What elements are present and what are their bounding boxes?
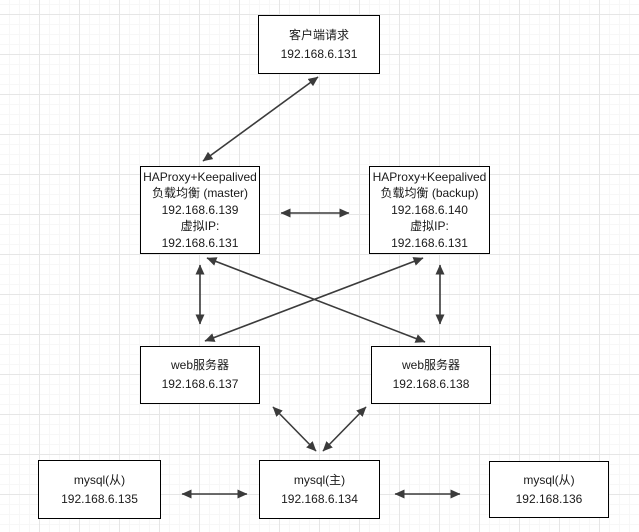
node-web-server-1[interactable]: web服务器 192.168.6.137 — [140, 346, 260, 404]
node-haproxy-master-vip-label: 虚拟IP: — [180, 219, 220, 234]
node-mysql-master[interactable]: mysql(主) 192.168.6.134 — [259, 460, 380, 519]
node-haproxy-backup-role: 负载均衡 (backup) — [380, 186, 479, 201]
edge-client-lb-master[interactable] — [202, 76, 319, 162]
edge-web2-mysql-master[interactable] — [322, 406, 367, 452]
node-client-label: 客户端请求 — [288, 27, 349, 42]
node-haproxy-master-vip: 192.168.6.131 — [161, 235, 239, 250]
node-client-request[interactable]: 客户端请求 192.168.6.131 — [258, 15, 380, 74]
node-haproxy-backup-title: HAProxy+Keepalived — [372, 169, 487, 184]
node-mysql-slave1-label: mysql(从) — [73, 472, 126, 487]
node-mysql-slave-1[interactable]: mysql(从) 192.168.6.135 — [38, 460, 161, 519]
node-web2-ip: 192.168.6.138 — [392, 377, 470, 391]
node-client-ip: 192.168.6.131 — [280, 46, 358, 61]
node-haproxy-master-role: 负载均衡 (master) — [151, 186, 248, 201]
node-haproxy-backup-ip: 192.168.6.140 — [391, 202, 468, 217]
node-web2-label: web服务器 — [401, 358, 460, 372]
node-haproxy-master-ip: 192.168.6.139 — [161, 202, 239, 217]
edge-web1-mysql-master[interactable] — [272, 406, 317, 452]
node-mysql-slave1-ip: 192.168.6.135 — [61, 491, 138, 506]
edge-lb-master-web2[interactable] — [206, 257, 426, 343]
node-haproxy-master-title: HAProxy+Keepalived — [143, 169, 257, 184]
node-haproxy-master[interactable]: HAProxy+Keepalived 负载均衡 (master) 192.168… — [140, 166, 260, 254]
node-haproxy-backup[interactable]: HAProxy+Keepalived 负载均衡 (backup) 192.168… — [369, 166, 490, 254]
node-mysql-slave2-ip: 192.168.136 — [515, 491, 583, 506]
node-web1-label: web服务器 — [170, 358, 229, 372]
node-web-server-2[interactable]: web服务器 192.168.6.138 — [371, 346, 491, 404]
node-mysql-master-label: mysql(主) — [293, 472, 346, 487]
node-haproxy-backup-vip-label: 虚拟IP: — [410, 219, 449, 234]
node-mysql-slave-2[interactable]: mysql(从) 192.168.136 — [489, 461, 609, 518]
node-mysql-master-ip: 192.168.6.134 — [281, 491, 358, 506]
node-mysql-slave2-label: mysql(从) — [523, 472, 575, 487]
edge-lb-backup-web1[interactable] — [204, 257, 424, 342]
node-web1-ip: 192.168.6.137 — [161, 377, 239, 391]
node-haproxy-backup-vip: 192.168.6.131 — [391, 235, 468, 250]
